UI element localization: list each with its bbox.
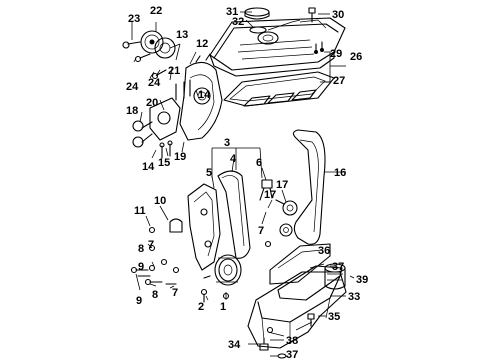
callout-6: 6 — [256, 157, 262, 169]
callout-38: 38 — [286, 335, 298, 347]
callout-2: 2 — [198, 301, 204, 313]
camshaft-sprocket — [140, 30, 176, 59]
crankshaft-pulley — [214, 254, 242, 286]
callout-7a: 7 — [258, 225, 264, 237]
oil-filter — [324, 263, 346, 290]
cap-seal — [249, 26, 267, 34]
callout-18: 17 — [264, 189, 276, 201]
sprocket-bolts — [122, 41, 167, 80]
oil-filler-cap — [244, 7, 270, 20]
serpentine-belt — [292, 129, 326, 245]
callout-15: 15 — [158, 157, 170, 169]
callout-9a: 9 — [138, 261, 144, 273]
callout-7c: 7 — [172, 287, 178, 299]
cover-hardware — [130, 218, 272, 286]
callout-30: 31 — [226, 6, 238, 18]
callout-25: 24 — [126, 81, 139, 93]
callout-23: 22 — [150, 5, 162, 17]
timing-cover-upper — [179, 53, 223, 141]
callout-37: 37 — [286, 349, 298, 360]
callout-9b: 9 — [136, 295, 142, 307]
callout-14b: 14 — [142, 161, 155, 173]
callout-32: 33 — [348, 291, 360, 303]
oil-pan-baffle — [269, 243, 331, 285]
callout-20: 19 — [174, 151, 186, 163]
callout-19: 18 — [126, 105, 138, 117]
callout-27: 27 — [333, 75, 345, 87]
callout-17: 17 — [276, 179, 288, 191]
tensioner-pulley — [279, 223, 293, 237]
pan-bolt — [307, 313, 315, 327]
callout-24b: 24 — [148, 77, 161, 89]
callout-26: 26 — [350, 51, 362, 63]
callout-29: 30 — [332, 9, 344, 21]
belt-tensioner — [259, 179, 273, 201]
callout-34: 35 — [328, 311, 340, 323]
leader-lines — [131, 11, 355, 357]
callout-labels: 23 22 13 12 24 24 21 14 20 18 14 15 19 3… — [126, 5, 368, 360]
callout-39: 39 — [356, 274, 368, 286]
callout-33: 34 — [228, 339, 241, 351]
callout-13: 13 — [176, 29, 188, 41]
callout-21: 20 — [146, 97, 158, 109]
idler-bolts — [159, 79, 191, 159]
callout-36: 37 — [332, 261, 344, 273]
callout-22: 21 — [168, 65, 180, 77]
timing-cover-lower — [187, 183, 221, 271]
callout-5: 5 — [206, 167, 212, 179]
drain-plug — [259, 337, 269, 351]
callout-31: 32 — [232, 16, 244, 28]
cover-studs — [314, 41, 324, 54]
callout-14a: 14 — [198, 89, 211, 101]
oil-pan — [247, 271, 347, 349]
callout-10: 10 — [154, 195, 166, 207]
timing-belt — [217, 170, 251, 259]
callout-1: 1 — [220, 301, 226, 313]
callout-12: 12 — [196, 38, 208, 50]
callout-3: 3 — [224, 137, 230, 149]
callout-7b: 7 — [148, 239, 154, 251]
callout-16: 16 — [334, 167, 346, 179]
drain-washer — [277, 353, 287, 359]
callout-24a: 23 — [128, 13, 140, 25]
callout-8a: 8 — [138, 243, 144, 255]
callout-11: 11 — [134, 205, 146, 217]
cover-bolt — [308, 7, 316, 23]
callout-4: 4 — [230, 153, 237, 165]
valve-cover-gasket — [223, 71, 335, 107]
callout-8b: 8 — [152, 289, 158, 301]
callout-35: 36 — [318, 245, 330, 257]
valve-cover — [209, 17, 346, 77]
tensioner-bracket — [132, 97, 181, 148]
callout-28: 29 — [330, 48, 342, 60]
idler-pulley — [275, 199, 298, 216]
